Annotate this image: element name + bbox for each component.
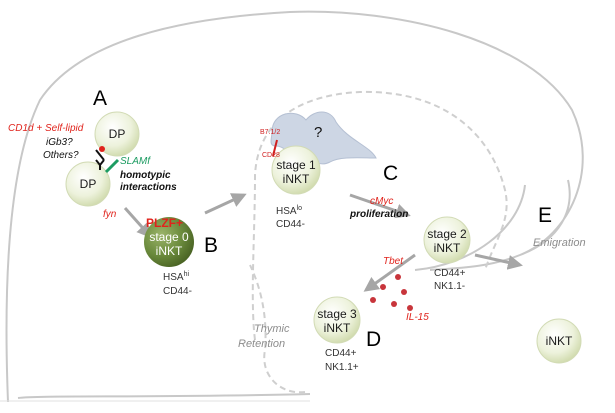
dp-cell-top <box>94 111 140 157</box>
dp-cell-bottom <box>65 161 111 207</box>
panel-letter-d: D <box>366 328 381 351</box>
stage1-label-2: iNKT <box>283 172 310 186</box>
emigration-label: Emigration <box>533 237 586 249</box>
panel-letter-c: C <box>383 162 398 185</box>
fyn-label: fyn <box>103 209 117 220</box>
plzf-label: PLZF+ <box>146 216 183 230</box>
homotypic-label-2: interactions <box>120 182 177 193</box>
stage2-cell <box>423 216 471 264</box>
arrow-emigration <box>474 253 523 270</box>
il15-label: IL-15 <box>406 312 429 323</box>
panel-letter-e: E <box>538 204 552 227</box>
stage0-cell <box>144 217 194 267</box>
tcr-y-icon <box>95 159 105 170</box>
dp-label-top: DP <box>109 127 126 141</box>
outer-boundary <box>5 10 584 403</box>
stage0-hsa-sup: hi <box>184 271 190 278</box>
stage0-marker-hsa: HSAhi <box>163 271 189 283</box>
stage0-label-1: stage 0 <box>149 230 189 244</box>
dp-label-bottom: DP <box>80 177 97 191</box>
cd1d-self-lipid-label: CD1d + Self-lipid <box>8 123 84 134</box>
stage1-hsa-prefix: HSA <box>276 206 297 217</box>
slamf-label: SLAMf <box>120 156 151 167</box>
stage1-cell <box>271 145 321 195</box>
panel-letter-b: B <box>204 234 218 257</box>
inner-boundary-right <box>414 184 526 271</box>
medulla-boundary <box>249 90 508 394</box>
b7-cd28-interaction <box>272 139 278 157</box>
emigrant-label: iNKT <box>546 334 573 348</box>
stage3-cell <box>313 296 361 344</box>
arrow-stage0-to-stage1 <box>204 193 247 215</box>
stage2-label-1: stage 2 <box>427 227 467 241</box>
stage1-label-1: stage 1 <box>276 158 316 172</box>
panel-letter-a: A <box>93 87 107 110</box>
tbet-label: Tbet <box>383 256 404 267</box>
arrow-stage2-to-stage3 <box>363 253 416 292</box>
stage2-marker-cd44: CD44+ <box>434 268 466 279</box>
arrow-stage1-to-stage2 <box>349 193 411 219</box>
retention-label: Retention <box>238 338 285 350</box>
stage0-label-2: iNKT <box>156 244 183 258</box>
stage1-hsa-sup: lo <box>297 205 303 212</box>
tcr-cd1d-interaction <box>95 149 105 161</box>
arrow-dp-to-stage0 <box>123 207 152 239</box>
cd1d-dot <box>99 146 105 152</box>
igb3-label: iGb3? <box>46 137 73 148</box>
stage2-marker-nk11: NK1.1- <box>434 281 465 292</box>
stage3-marker-cd44: CD44+ <box>325 348 357 359</box>
stage3-label-2: iNKT <box>324 321 351 335</box>
question-mark: ? <box>314 124 322 141</box>
emigrant-cell <box>536 318 582 364</box>
stage1-marker-hsa: HSAlo <box>276 205 302 217</box>
slamf-interaction <box>104 158 120 174</box>
cmyc-label: cMyc <box>370 196 393 207</box>
cd28-label: CD28 <box>262 152 280 159</box>
b7-label: B7.1/2 <box>260 129 280 136</box>
homotypic-label-1: homotypic <box>120 170 171 181</box>
proliferation-label: proliferation <box>349 209 408 220</box>
stage2-label-2: iNKT <box>434 241 461 255</box>
stage1-marker-cd44: CD44- <box>276 219 305 230</box>
stage3-marker-nk11: NK1.1+ <box>325 362 359 373</box>
stage0-hsa-prefix: HSA <box>163 272 184 283</box>
others-label: Others? <box>43 150 79 161</box>
thymic-label: Thymic <box>254 323 290 335</box>
stage3-label-1: stage 3 <box>317 307 357 321</box>
stage0-marker-cd44: CD44- <box>163 286 192 297</box>
il15-dots <box>370 274 413 311</box>
